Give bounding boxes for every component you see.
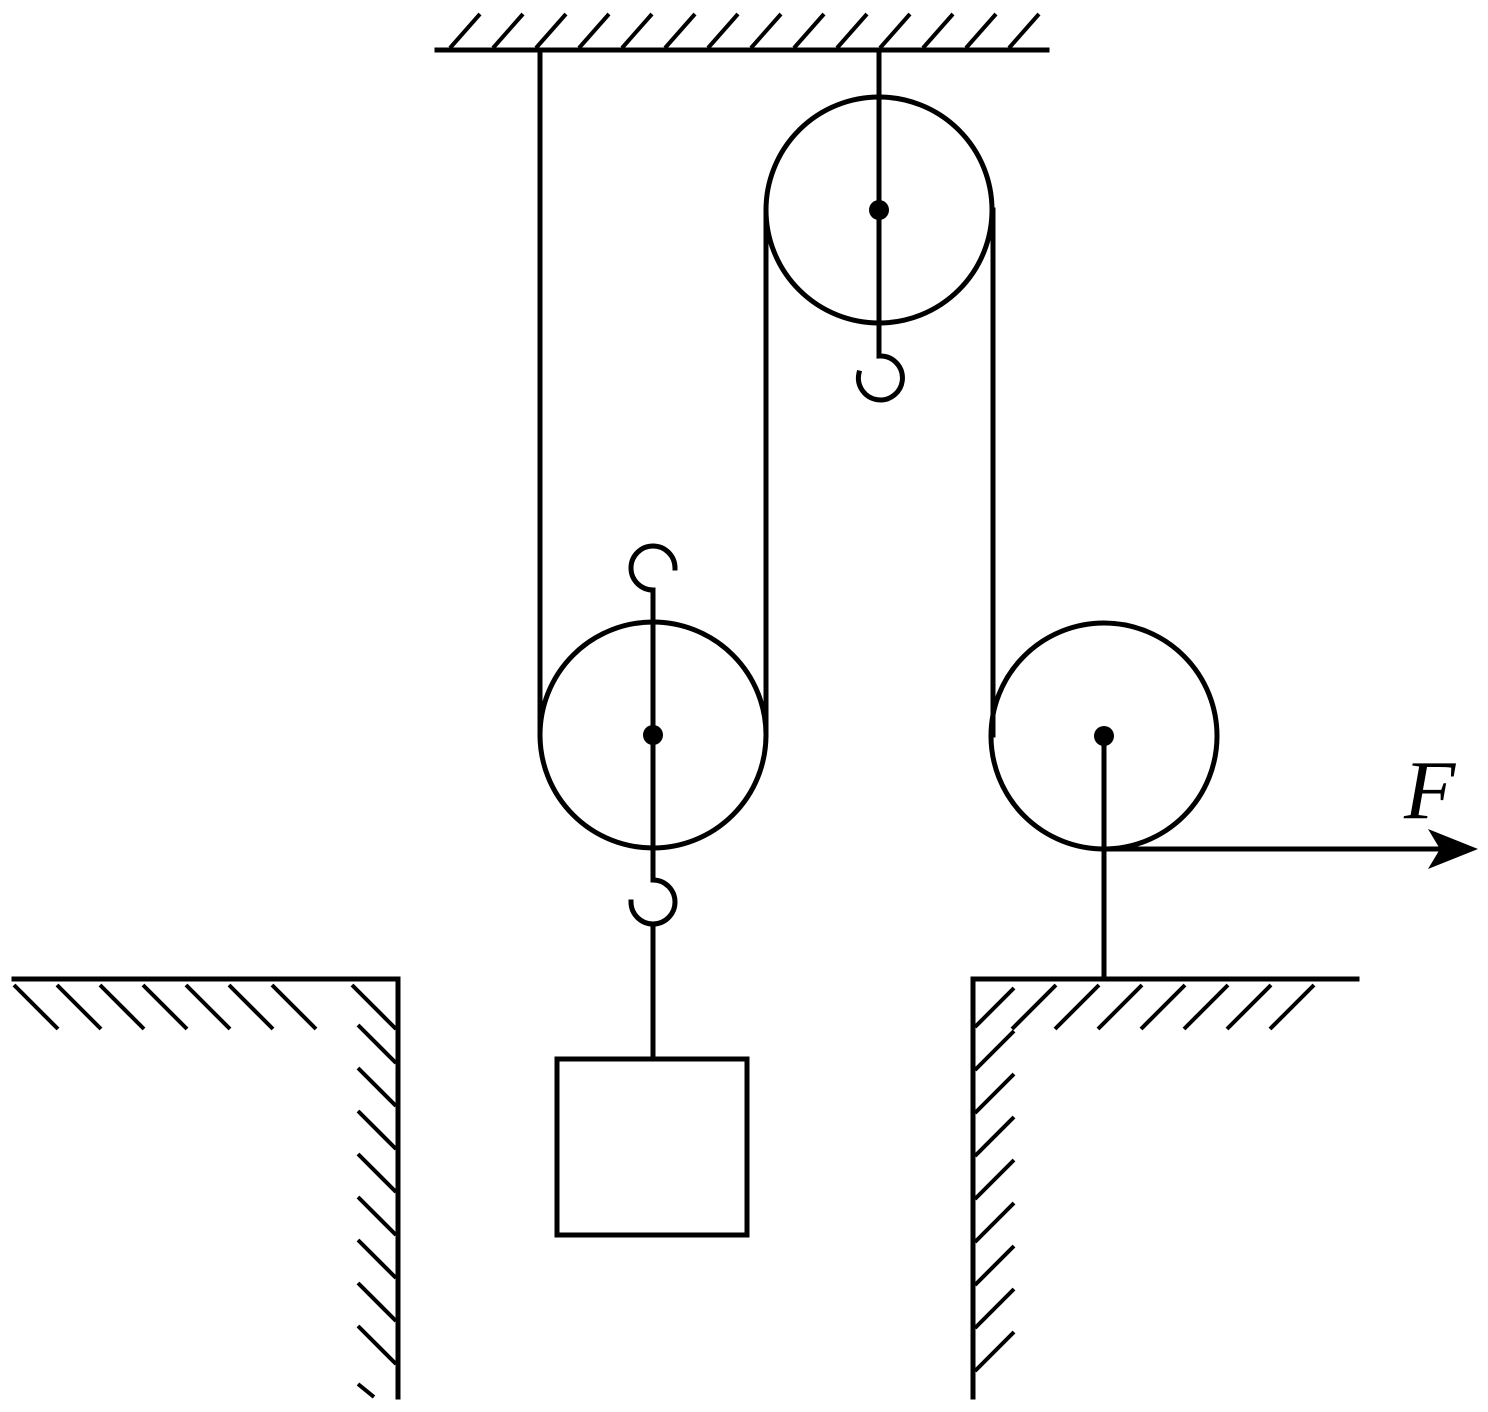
- hatch-mark: [663, 12, 697, 50]
- movable-pulley-bottom-hook-icon: [628, 877, 678, 927]
- hatch-mark: [12, 983, 60, 1031]
- right-ground: [970, 976, 1360, 1400]
- hatch-mark: [973, 1244, 1016, 1287]
- left-ground: [11, 976, 401, 1400]
- hatch-mark: [184, 983, 232, 1031]
- right-ground-edge: [970, 976, 1360, 1400]
- hatch-mark: [227, 983, 275, 1031]
- hatch-mark: [356, 1382, 376, 1399]
- movable-pulley-wheel: [537, 619, 769, 851]
- hatch-mark: [1268, 983, 1316, 1031]
- force-label: F: [1403, 744, 1457, 837]
- hatch-mark: [1007, 12, 1041, 50]
- hatch-mark: [356, 1152, 398, 1194]
- fixed-pulley: [763, 47, 995, 403]
- hatch-mark: [973, 1201, 1016, 1244]
- movable-pulley-top-hook-icon: [628, 543, 678, 598]
- left-ground-hatch: [12, 983, 398, 1399]
- hatch-mark: [1010, 983, 1058, 1031]
- load-block: [554, 1056, 750, 1238]
- fixed-pulley-hub: [869, 200, 889, 220]
- hatch-mark: [270, 983, 318, 1031]
- hatch-mark: [356, 1281, 398, 1323]
- hatch-mark: [491, 12, 525, 50]
- movable-pulley-hub: [643, 725, 663, 745]
- hatch-mark: [141, 983, 189, 1031]
- hatch-mark: [356, 1066, 398, 1108]
- hatch-mark: [356, 1023, 398, 1065]
- hatch-mark: [706, 12, 740, 50]
- hatch-mark: [878, 12, 912, 50]
- hatch-mark: [835, 12, 869, 50]
- hatch-mark: [973, 1072, 1016, 1115]
- hatch-mark: [792, 12, 826, 50]
- hatch-mark: [55, 983, 103, 1031]
- hatch-mark: [448, 12, 482, 50]
- hatch-mark: [973, 986, 1016, 1029]
- hatch-mark: [973, 1029, 1016, 1072]
- fixed-pulley-wheel: [763, 94, 995, 326]
- force-arrow-head-icon: [1428, 829, 1478, 869]
- hatch-mark: [1139, 983, 1187, 1031]
- hatch-mark: [973, 1115, 1016, 1158]
- hatch-mark: [1053, 983, 1101, 1031]
- hatch-mark: [356, 1109, 398, 1151]
- hatch-mark: [973, 1287, 1016, 1330]
- hatch-mark: [534, 12, 568, 50]
- left-ground-edge: [11, 976, 401, 1400]
- hatch-mark: [620, 12, 654, 50]
- hatch-mark: [356, 1238, 398, 1280]
- right-ground-hatch: [973, 983, 1316, 1373]
- fixed-pulley-hook-icon: [855, 347, 905, 403]
- hatch-mark: [973, 1158, 1016, 1201]
- hatch-mark: [356, 1324, 398, 1366]
- hatch-mark: [1225, 983, 1273, 1031]
- hatch-mark: [973, 1330, 1016, 1373]
- force-arrow: F: [1101, 744, 1478, 869]
- hatch-mark: [921, 12, 955, 50]
- hatch-mark: [98, 983, 146, 1031]
- ceiling: [434, 12, 1050, 53]
- guide-pulley: [988, 620, 1220, 981]
- hatch-mark: [577, 12, 611, 50]
- ceiling-hatch: [448, 12, 1041, 50]
- hatch-mark: [356, 1195, 398, 1237]
- hatch-mark: [350, 983, 398, 1031]
- hatch-mark: [749, 12, 783, 50]
- movable-pulley: [537, 543, 769, 1061]
- hatch-mark: [1182, 983, 1230, 1031]
- hatch-mark: [1096, 983, 1144, 1031]
- hatch-mark: [964, 12, 998, 50]
